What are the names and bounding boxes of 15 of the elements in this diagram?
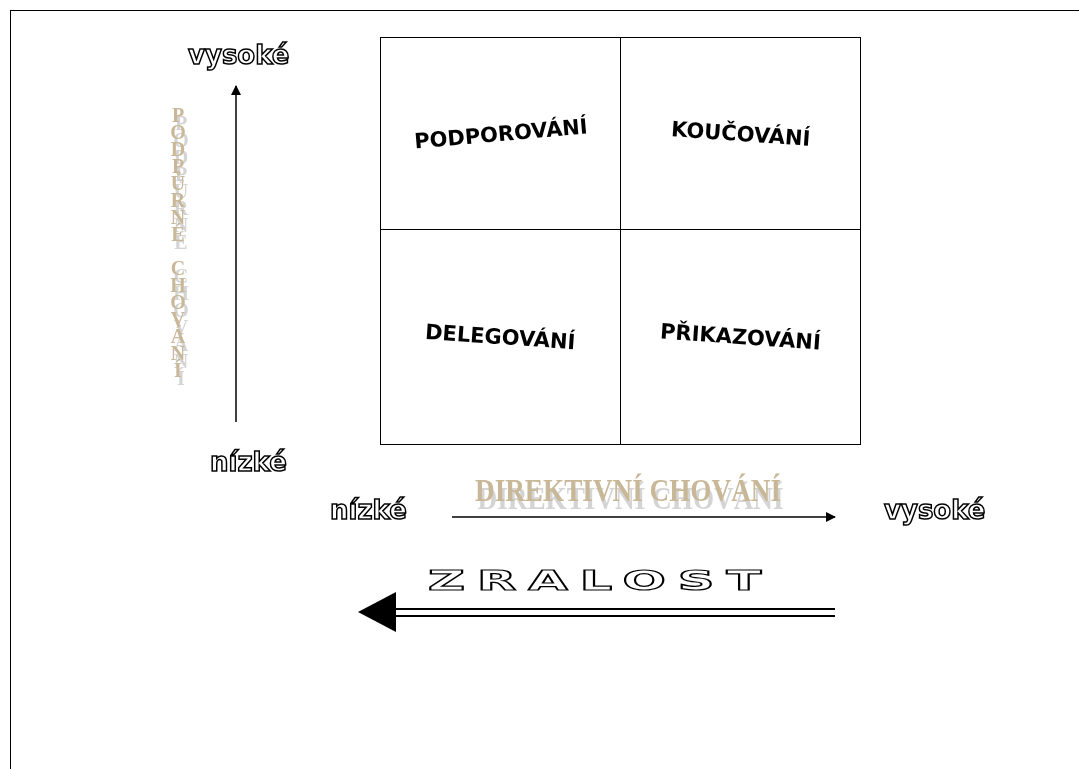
axis-title: PODPŮRNÉ CHOVÁNÍ	[166, 104, 190, 376]
axis-end-label: nízké	[330, 495, 407, 525]
quadrant-label: PŘIKAZOVÁNÍ	[659, 319, 822, 355]
axis-end-label: nízké	[210, 447, 287, 477]
axis-title: DIREKTIVNÍ CHOVÁNÍ	[475, 472, 782, 509]
arrow-label: ZRALOST	[428, 564, 774, 596]
quadrant-cell	[620, 229, 861, 445]
quadrant-label: KOUČOVÁNÍ	[670, 116, 811, 151]
axis-end-label: vysoké	[884, 495, 986, 525]
quadrant-cell	[620, 37, 861, 230]
quadrant-label: DELEGOVÁNÍ	[424, 319, 577, 355]
quadrant-cell	[380, 37, 621, 230]
quadrant-label: PODPOROVÁNÍ	[412, 113, 589, 154]
quadrant-cell	[380, 229, 621, 445]
axis-end-label: vysoké	[188, 40, 290, 70]
